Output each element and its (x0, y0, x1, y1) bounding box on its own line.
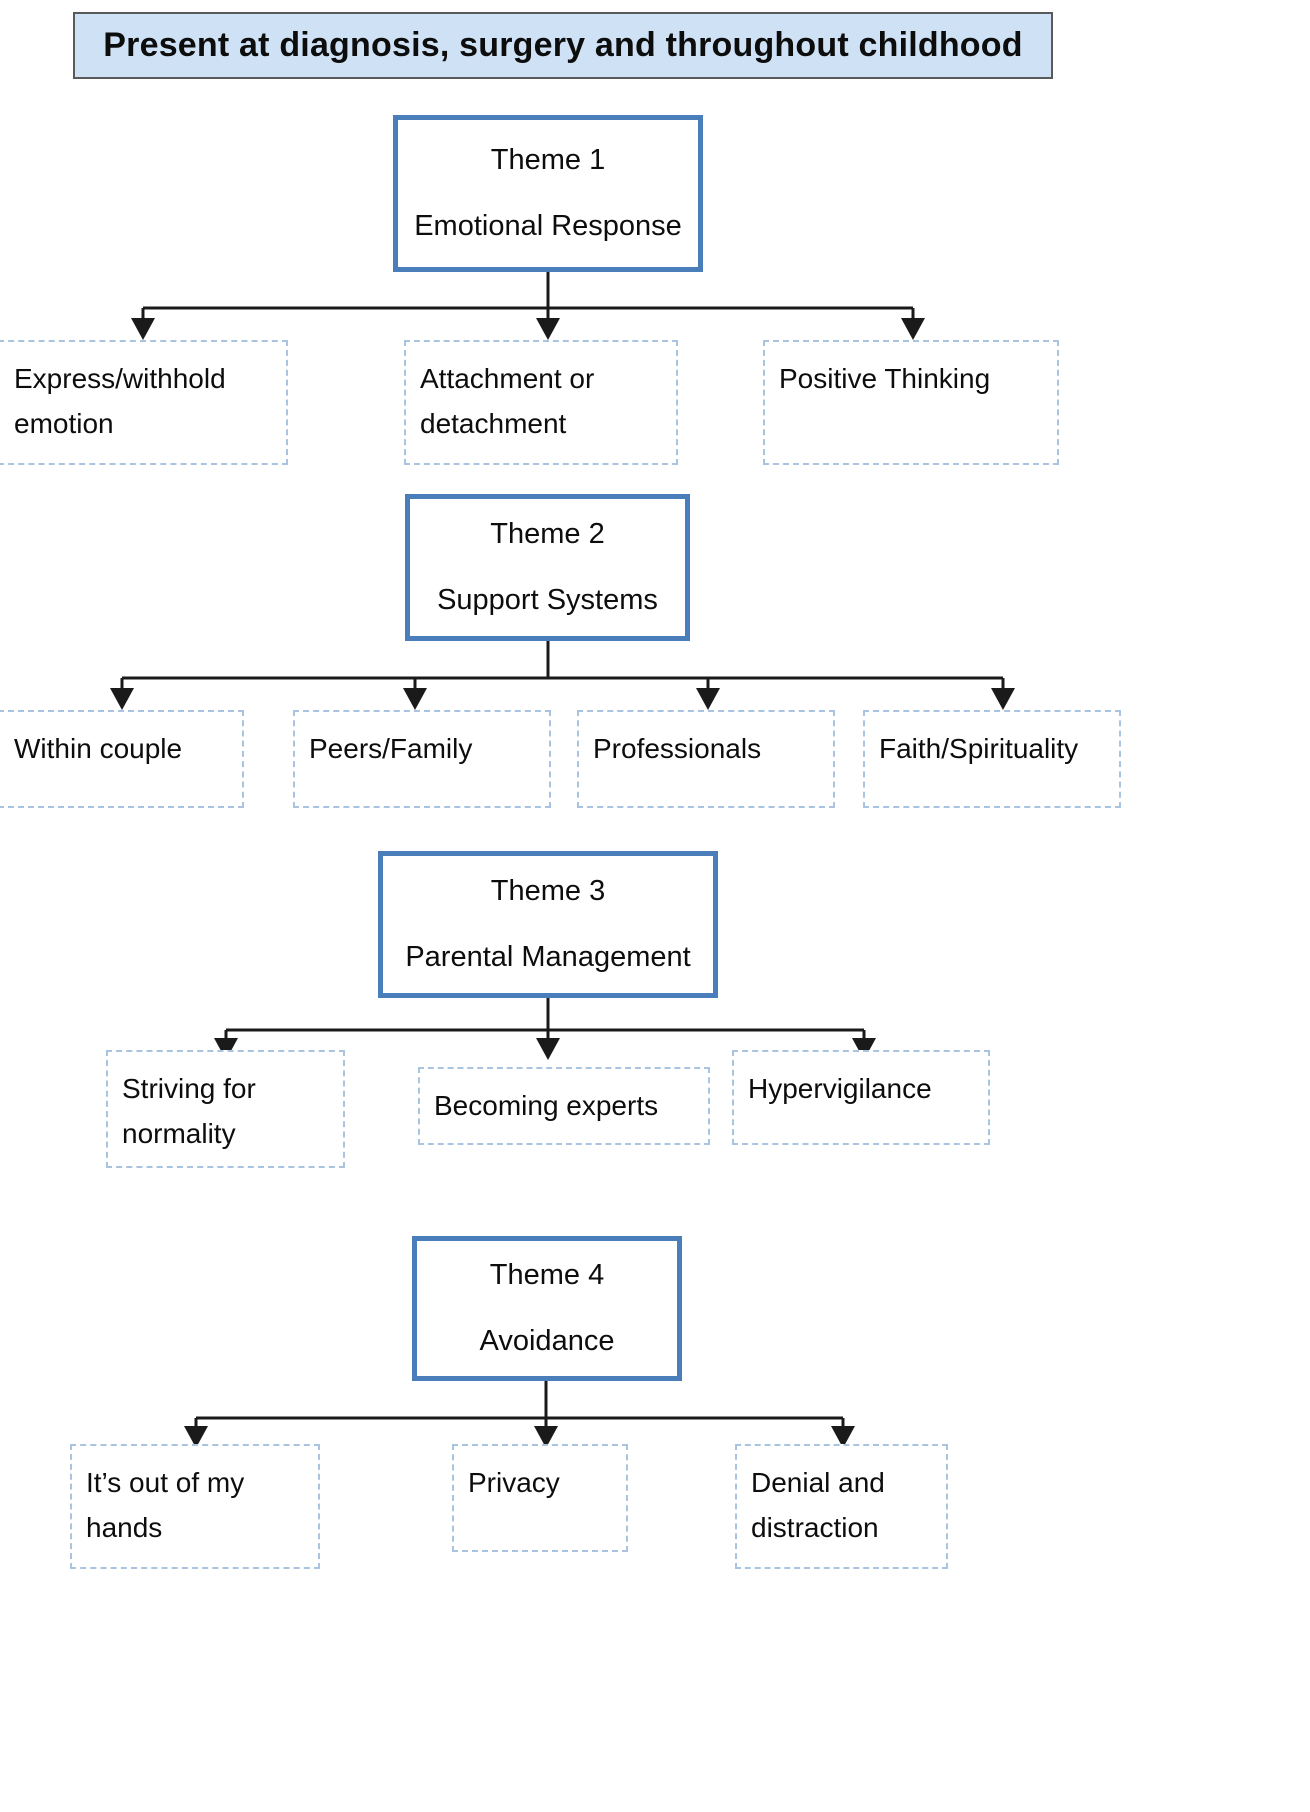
theme-1-number: Theme 1 (490, 144, 606, 177)
subtheme-2-4-line1: Faith/Spirituality (879, 733, 1079, 764)
subtheme-3-2[interactable]: Becoming experts (418, 1067, 710, 1145)
header-title: Present at diagnosis, surgery and throug… (103, 26, 1023, 64)
subtheme-2-1-line1: Within couple (14, 733, 183, 764)
theme-box-3[interactable]: Theme 3 Parental Management (378, 851, 718, 998)
subtheme-4-2[interactable]: Privacy (452, 1444, 628, 1552)
subtheme-3-1-line2: normality (122, 1118, 236, 1150)
theme-2-title: Support Systems (437, 583, 658, 616)
theme-box-1[interactable]: Theme 1 Emotional Response (393, 115, 703, 272)
subtheme-2-3[interactable]: Professionals (577, 710, 835, 808)
subtheme-3-1[interactable]: Striving for normality (106, 1050, 345, 1168)
theme2-arrow-4 (991, 688, 1015, 710)
theme2-arrow-3 (696, 688, 720, 710)
subtheme-3-3-line1: Hypervigilance (748, 1073, 932, 1104)
theme-2-number: Theme 2 (490, 518, 605, 551)
subtheme-1-2-line2: detachment (420, 408, 567, 440)
subtheme-1-3[interactable]: Positive Thinking (763, 340, 1059, 465)
subtheme-3-1-line1: Striving for (122, 1073, 256, 1104)
header-banner: Present at diagnosis, surgery and throug… (73, 12, 1053, 79)
subtheme-4-3-line1: Denial and (751, 1467, 885, 1498)
theme2-arrow-1 (110, 688, 134, 710)
subtheme-1-3-line1: Positive Thinking (779, 363, 991, 394)
subtheme-3-2-line1: Becoming experts (434, 1090, 659, 1121)
theme-1-title: Emotional Response (414, 209, 682, 242)
subtheme-1-1-line1: Express/withhold (14, 363, 226, 394)
subtheme-2-2[interactable]: Peers/Family (293, 710, 551, 808)
subtheme-4-2-line1: Privacy (468, 1467, 560, 1498)
subtheme-4-1-line1: It’s out of my (86, 1467, 245, 1498)
theme1-arrow-1 (131, 318, 155, 340)
subtheme-4-1-line2: hands (86, 1512, 163, 1544)
theme-3-number: Theme 3 (490, 875, 606, 908)
subtheme-4-3-line2: distraction (751, 1512, 879, 1544)
theme-box-4[interactable]: Theme 4 Avoidance (412, 1236, 682, 1381)
subtheme-3-3[interactable]: Hypervigilance (732, 1050, 990, 1145)
subtheme-1-1[interactable]: Express/withhold emotion (0, 340, 288, 465)
theme1-arrow-3 (901, 318, 925, 340)
theme-4-number: Theme 4 (489, 1259, 605, 1292)
subtheme-4-3[interactable]: Denial and distraction (735, 1444, 948, 1569)
subtheme-2-1[interactable]: Within couple (0, 710, 244, 808)
theme-box-2[interactable]: Theme 2 Support Systems (405, 494, 690, 641)
theme3-arrow-2 (536, 1038, 560, 1060)
subtheme-1-1-line2: emotion (14, 408, 114, 440)
subtheme-2-4[interactable]: Faith/Spirituality (863, 710, 1121, 808)
subtheme-1-2[interactable]: Attachment or detachment (404, 340, 678, 465)
subtheme-4-1[interactable]: It’s out of my hands (70, 1444, 320, 1569)
theme1-arrow-2 (536, 318, 560, 340)
subtheme-2-2-line1: Peers/Family (309, 733, 473, 764)
subtheme-2-3-line1: Professionals (593, 733, 762, 764)
theme2-arrow-2 (403, 688, 427, 710)
subtheme-1-2-line1: Attachment or (420, 363, 595, 394)
theme-3-title: Parental Management (405, 940, 691, 973)
theme-4-title: Avoidance (479, 1324, 615, 1357)
